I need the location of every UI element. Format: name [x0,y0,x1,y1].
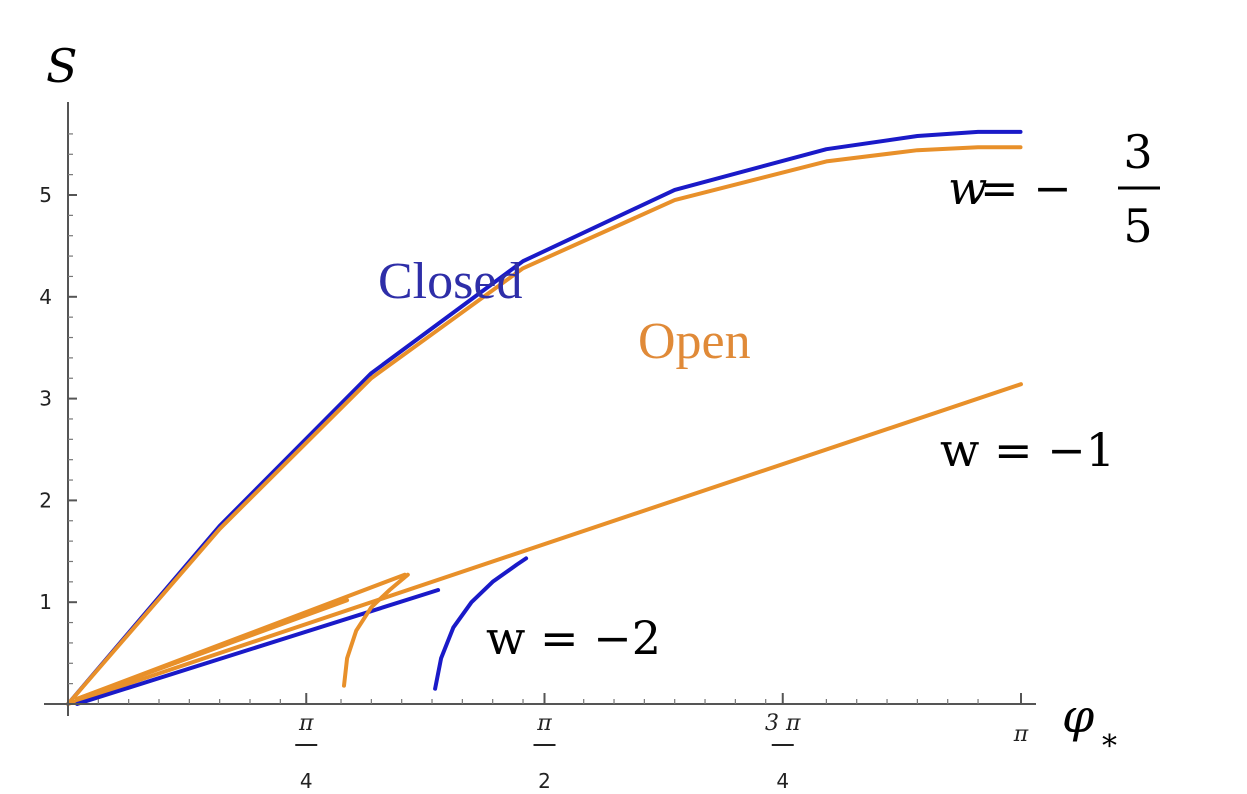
annotation-w-eq: = − [980,161,1072,215]
x-tick-label-num-0: π [298,711,314,736]
y-tick-label-0: 1 [39,590,52,614]
series-line-2 [66,382,1023,706]
annotation-w-minus-1: w = −1 [940,423,1115,477]
x-tick-label-num-1: π [536,711,552,736]
x-tick-label-den-1: 2 [538,769,551,793]
y-tick-label-2: 3 [39,387,52,411]
y-tick-label-1: 2 [39,488,52,512]
annotation-w-var: w [948,161,987,215]
series-layer [66,129,1023,706]
series-line-3 [75,588,441,706]
x-tick-label-den-0: 4 [300,769,313,793]
annotation-w-minus-2: w = −2 [486,611,661,665]
x-tick-label-num-2: 3 π [765,711,801,736]
series-line-7 [342,572,410,688]
x-tick-label-den-2: 4 [776,769,789,793]
x-axis-title-subscript: * [1102,729,1117,764]
series-line-4 [433,556,529,691]
x-axis-title: φ [1062,689,1095,743]
legend-open: Open [638,313,751,370]
y-tick-label-4: 5 [39,183,52,207]
series-line-6 [75,572,407,701]
series-line-1 [66,145,1023,706]
x-tick-label-num-3: π [1013,722,1029,747]
annotation-w-num: 3 [1123,125,1152,179]
tick-layer: 1 2 3 4 5 π 4 π 2 3 π 4 π [39,133,1029,793]
annotation-w-den: 5 [1123,199,1152,253]
legend-closed: Closed [378,253,522,310]
series-line-0 [66,129,1023,706]
annotation-w-minus-3-5: w = − 3 5 [948,125,1160,253]
y-axis-title: S [46,39,78,93]
y-tick-label-3: 4 [39,285,52,309]
